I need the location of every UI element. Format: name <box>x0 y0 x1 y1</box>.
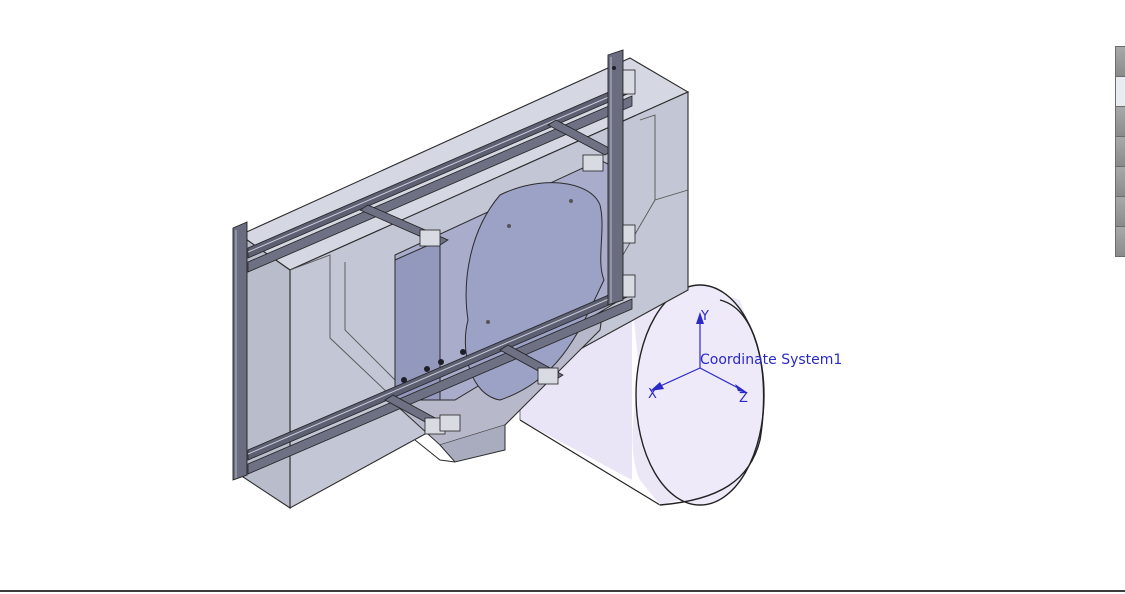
right-view-toolbar <box>1115 46 1125 263</box>
coordinate-system[interactable]: Y X Z Coordinate System1 <box>648 309 842 406</box>
view-button-4[interactable] <box>1115 136 1125 166</box>
view-button-3[interactable] <box>1115 106 1125 136</box>
view-button-5[interactable] <box>1115 166 1125 196</box>
view-button-6[interactable] <box>1115 196 1125 226</box>
vertical-posts[interactable] <box>232 49 636 481</box>
view-button-1[interactable] <box>1115 46 1125 76</box>
bottom-divider <box>0 590 1125 592</box>
aluminium-rails[interactable] <box>247 81 633 475</box>
coordinate-system-label[interactable]: Coordinate System1 <box>700 352 842 368</box>
axis-y-label: Y <box>700 309 709 324</box>
axis-x-label: X <box>648 387 657 402</box>
view-button-7[interactable] <box>1115 226 1125 257</box>
axis-z-label: Z <box>739 391 748 406</box>
view-button-2[interactable] <box>1115 76 1125 106</box>
